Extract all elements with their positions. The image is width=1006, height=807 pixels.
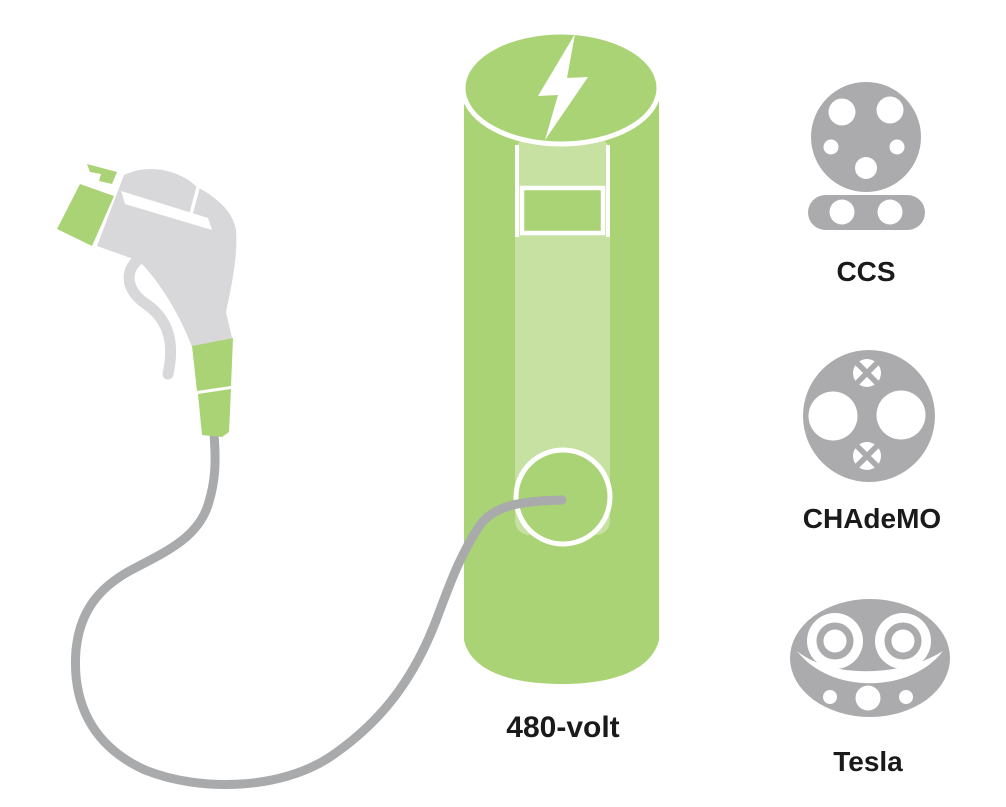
plug-grip-upper <box>192 338 233 391</box>
ccs-dc-pin-hole <box>877 199 903 225</box>
plug-grip-lower <box>198 389 231 437</box>
charging-cable <box>70 429 567 789</box>
tesla-power-hole <box>875 613 931 669</box>
plug-seam <box>189 183 201 215</box>
ccs-dc-pin-hole <box>829 199 855 225</box>
ccs-dc-housing <box>808 195 925 230</box>
chademo-housing <box>803 350 935 482</box>
tesla-signal-hole <box>823 690 837 704</box>
ccs-pin-hole <box>828 98 856 126</box>
tesla-power-hole <box>807 613 863 669</box>
ccs-pin-hole <box>876 96 904 124</box>
station-voltage-label: 480-volt <box>506 711 619 744</box>
tesla-band <box>797 651 943 684</box>
tesla-signal-hole <box>899 690 913 704</box>
chademo-label: CHAdeMO <box>803 503 941 534</box>
chademo-power-hole <box>808 391 858 441</box>
ccs-label: CCS <box>836 256 895 287</box>
plug-highlight <box>121 191 212 230</box>
tesla-label: Tesla <box>833 746 903 777</box>
plug-body <box>97 169 237 347</box>
tesla-power-pin-ring <box>884 622 922 660</box>
connector-chademo: CHAdeMO <box>803 350 941 534</box>
ccs-pin-hole <box>889 139 905 155</box>
chademo-power-hole <box>876 390 926 440</box>
lightning-bolt-icon <box>538 34 588 140</box>
chademo-cross <box>855 444 879 468</box>
connector-tesla: Tesla <box>790 599 950 777</box>
ccs-pin-hole <box>823 139 839 155</box>
tesla-power-pin-ring <box>816 622 854 660</box>
plug-latch-tab <box>87 164 117 184</box>
chademo-cross <box>855 361 879 385</box>
station-screen <box>519 185 606 236</box>
plug-trigger <box>123 252 177 380</box>
ccs-pin-hole <box>855 157 877 179</box>
tesla-ground-hole <box>855 685 881 711</box>
plug-nozzle <box>57 184 114 246</box>
charging-station <box>460 29 662 684</box>
station-panel <box>515 138 610 535</box>
charging-plug <box>57 164 237 437</box>
connector-ccs: CCS <box>808 82 925 287</box>
